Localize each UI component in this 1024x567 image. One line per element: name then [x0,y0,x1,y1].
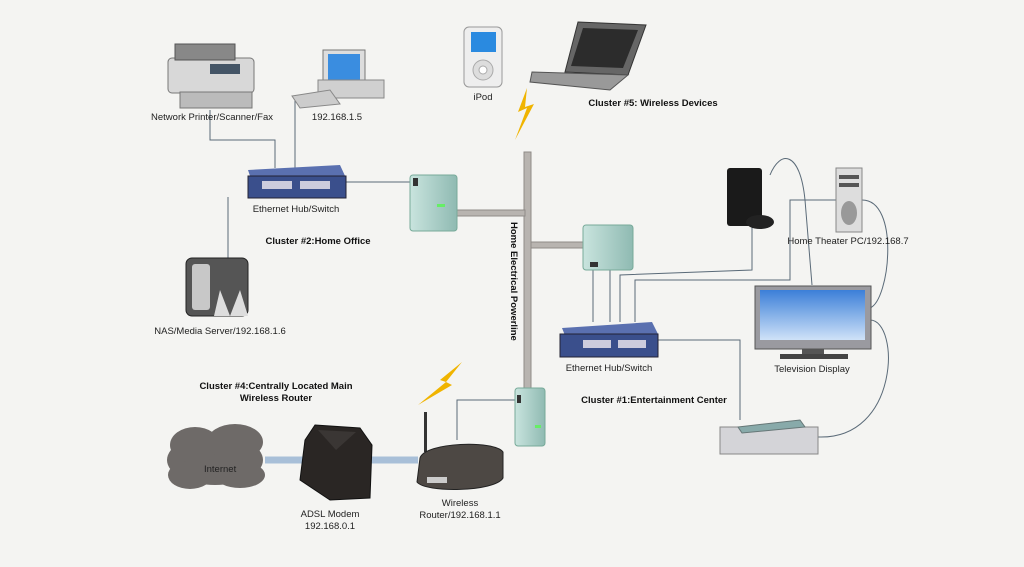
game-console-icon [727,168,774,229]
set-top-box-icon [719,419,819,455]
ethernet-hub-entertainment [559,322,659,358]
connections [209,100,889,440]
powerline-adapter-entertainment [582,224,634,271]
router-label-line2: Router/192.168.1.1 [419,510,500,521]
wireless-signal-icon [515,88,534,140]
printer-icon [167,43,255,109]
cluster2-label: Cluster #2:Home Office [265,236,370,247]
cluster5-label: Cluster #5: Wireless Devices [588,98,717,109]
nas-server-icon [185,257,249,317]
tv-label: Television Display [774,364,850,375]
hub-entertainment-label: Ethernet Hub/Switch [566,363,653,374]
internet-label: Internet [204,464,237,475]
television-icon [754,285,872,359]
wireless-signal-icon [418,362,462,405]
printer-label: Network Printer/Scanner/Fax [151,112,273,123]
cluster4-label-line1: Cluster #4:Centrally Located Main [199,381,352,392]
htpc-label: Home Theater PC/192.168.7 [787,236,908,247]
cluster4-label-line2: Wireless Router [240,393,313,404]
pc-label: 192.168.1.5 [312,112,362,123]
router-label-line1: Wireless [442,498,479,509]
wireless-router-icon [416,412,504,490]
hub-office-label: Ethernet Hub/Switch [253,204,340,215]
powerline-label: Home Electrical Powerline [508,222,519,341]
laptop-icon [529,21,647,91]
ethernet-hub-office [247,165,347,199]
desktop-pc-icon [291,49,385,109]
home-theater-pc-icon [835,167,863,233]
ipod-label: iPod [473,92,492,103]
adsl-modem-icon [299,424,373,501]
modem-label-line2: 192.168.0.1 [305,521,355,532]
internet-cloud-icon [167,424,265,489]
powerline-adapter-office [409,174,458,232]
cluster1-label: Cluster #1:Entertainment Center [581,395,727,406]
ipod-icon [463,26,503,88]
powerline-adapter-router [514,387,546,447]
modem-label-line1: ADSL Modem [301,509,360,520]
powerline [454,151,586,398]
nas-label: NAS/Media Server/192.168.1.6 [154,326,286,337]
